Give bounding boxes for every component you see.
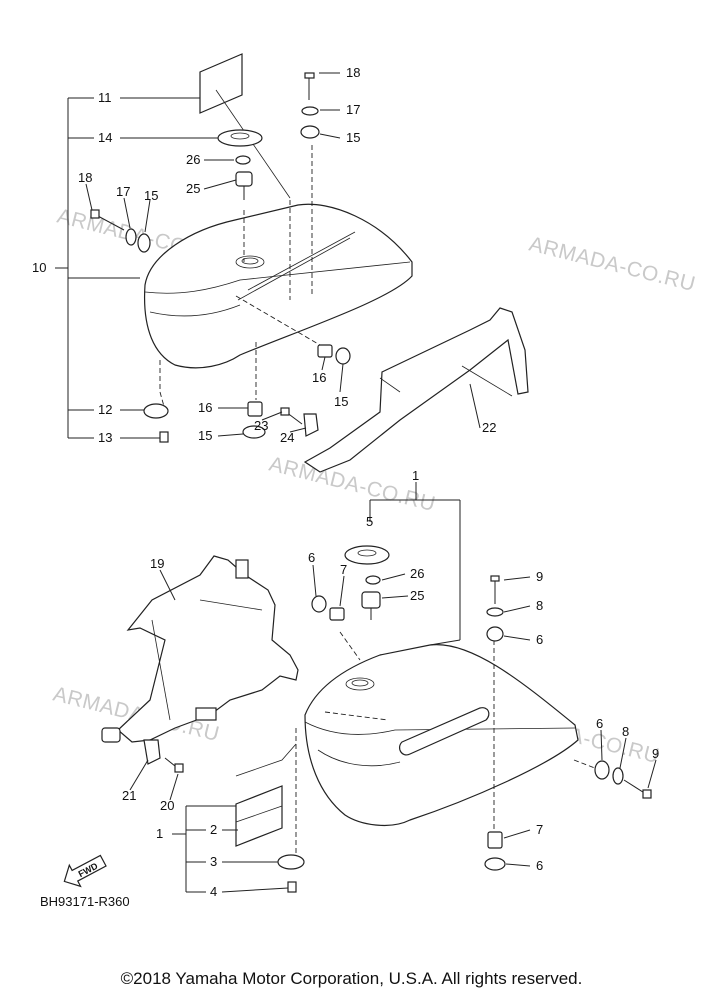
- frame-tab-part: [195, 707, 217, 721]
- part-label: 1: [412, 468, 419, 483]
- cap-part: [344, 545, 390, 565]
- collar-part: [317, 344, 333, 358]
- part-label: 8: [536, 598, 543, 613]
- part-label: 26: [410, 566, 424, 581]
- emblem-sheet-part: [199, 53, 243, 114]
- part-label: 11: [98, 90, 112, 105]
- saddlebag-body: [143, 203, 413, 369]
- lock-part: [361, 591, 381, 609]
- washer-part: [612, 767, 624, 785]
- frame-tab-part: [235, 559, 249, 579]
- part-label: 9: [536, 569, 543, 584]
- screw-part: [287, 881, 297, 893]
- part-label: 25: [186, 181, 200, 196]
- frame-mount-part: [101, 727, 121, 743]
- part-label: 10: [32, 260, 46, 275]
- grommet-part: [300, 125, 320, 139]
- part-label: 26: [186, 152, 200, 167]
- part-label: 18: [78, 170, 92, 185]
- part-label: 15: [144, 188, 158, 203]
- part-label: 7: [340, 562, 347, 577]
- oring-part: [235, 155, 251, 165]
- part-label: 6: [596, 716, 603, 731]
- part-label: 16: [198, 400, 212, 415]
- part-label: 15: [198, 428, 212, 443]
- part-label: 13: [98, 430, 112, 445]
- part-label: 18: [346, 65, 360, 80]
- part-label: 14: [98, 130, 112, 145]
- leader-lines: [55, 72, 657, 893]
- stay-frame-part: [303, 307, 529, 473]
- part-label: 17: [116, 184, 130, 199]
- part-label: 21: [122, 788, 136, 803]
- plate-part: [277, 854, 305, 870]
- part-label: 6: [536, 858, 543, 873]
- oring-part: [365, 575, 381, 585]
- screw-part: [174, 763, 184, 773]
- part-label: 1: [156, 826, 163, 841]
- diagram-code: BH93171-R360: [40, 894, 130, 909]
- cap-part: [217, 129, 263, 147]
- grommet-part: [242, 425, 266, 439]
- part-label: 19: [150, 556, 164, 571]
- upper-saddlebag: [90, 53, 529, 473]
- fwd-arrow-icon: FWD: [63, 854, 107, 888]
- part-label: 7: [536, 822, 543, 837]
- bracket-part: [303, 413, 319, 437]
- plate-part: [143, 403, 169, 419]
- part-label: 22: [482, 420, 496, 435]
- part-label: 2: [210, 822, 217, 837]
- washer-part: [125, 228, 137, 246]
- part-label: 4: [210, 884, 217, 899]
- part-label: 6: [308, 550, 315, 565]
- screw-part: [159, 431, 169, 443]
- part-label: 12: [98, 402, 112, 417]
- grommet-part: [335, 347, 351, 365]
- copyright-text: ©2018 Yamaha Motor Corporation, U.S.A. A…: [120, 969, 583, 988]
- bolt-part: [90, 209, 100, 219]
- part-label: 3: [210, 854, 217, 869]
- part-label: 6: [536, 632, 543, 647]
- lower-saddlebag: [101, 545, 652, 893]
- bolt-part: [490, 575, 500, 582]
- bolt-part: [642, 789, 652, 799]
- grommet-part: [311, 595, 327, 613]
- collar-part: [329, 607, 345, 621]
- grommet-part: [486, 626, 504, 642]
- grommet-part: [594, 760, 610, 780]
- stay-frame-part: [117, 555, 299, 743]
- part-label: 17: [346, 102, 360, 117]
- part-labels: 18 17 15 11 14 26 25 18 17 15 10 16 15 2…: [32, 65, 659, 899]
- handle-part: [398, 707, 490, 756]
- grommet-part: [484, 857, 506, 871]
- part-label: 16: [312, 370, 326, 385]
- part-label: 20: [160, 798, 174, 813]
- collar-part: [247, 401, 263, 417]
- grommet-part: [137, 233, 151, 253]
- bolt-part: [304, 72, 315, 79]
- emblem-sheet-part: [235, 785, 283, 847]
- bracket-part: [143, 739, 161, 765]
- watermark-text: ARMADA-CO.RU: [527, 233, 698, 297]
- collar-part: [487, 831, 503, 849]
- part-label: 8: [622, 724, 629, 739]
- part-label: 25: [410, 588, 424, 603]
- part-label: 24: [280, 430, 294, 445]
- lock-part: [235, 171, 253, 187]
- part-label: 9: [652, 746, 659, 761]
- watermark-text: ARMADA-CO.RU: [267, 453, 438, 517]
- washer-part: [486, 607, 504, 617]
- part-label: 15: [346, 130, 360, 145]
- part-label: 15: [334, 394, 348, 409]
- washer-part: [301, 106, 319, 116]
- part-label: 5: [366, 514, 373, 529]
- bolt-part: [280, 407, 290, 416]
- part-label: 23: [254, 418, 268, 433]
